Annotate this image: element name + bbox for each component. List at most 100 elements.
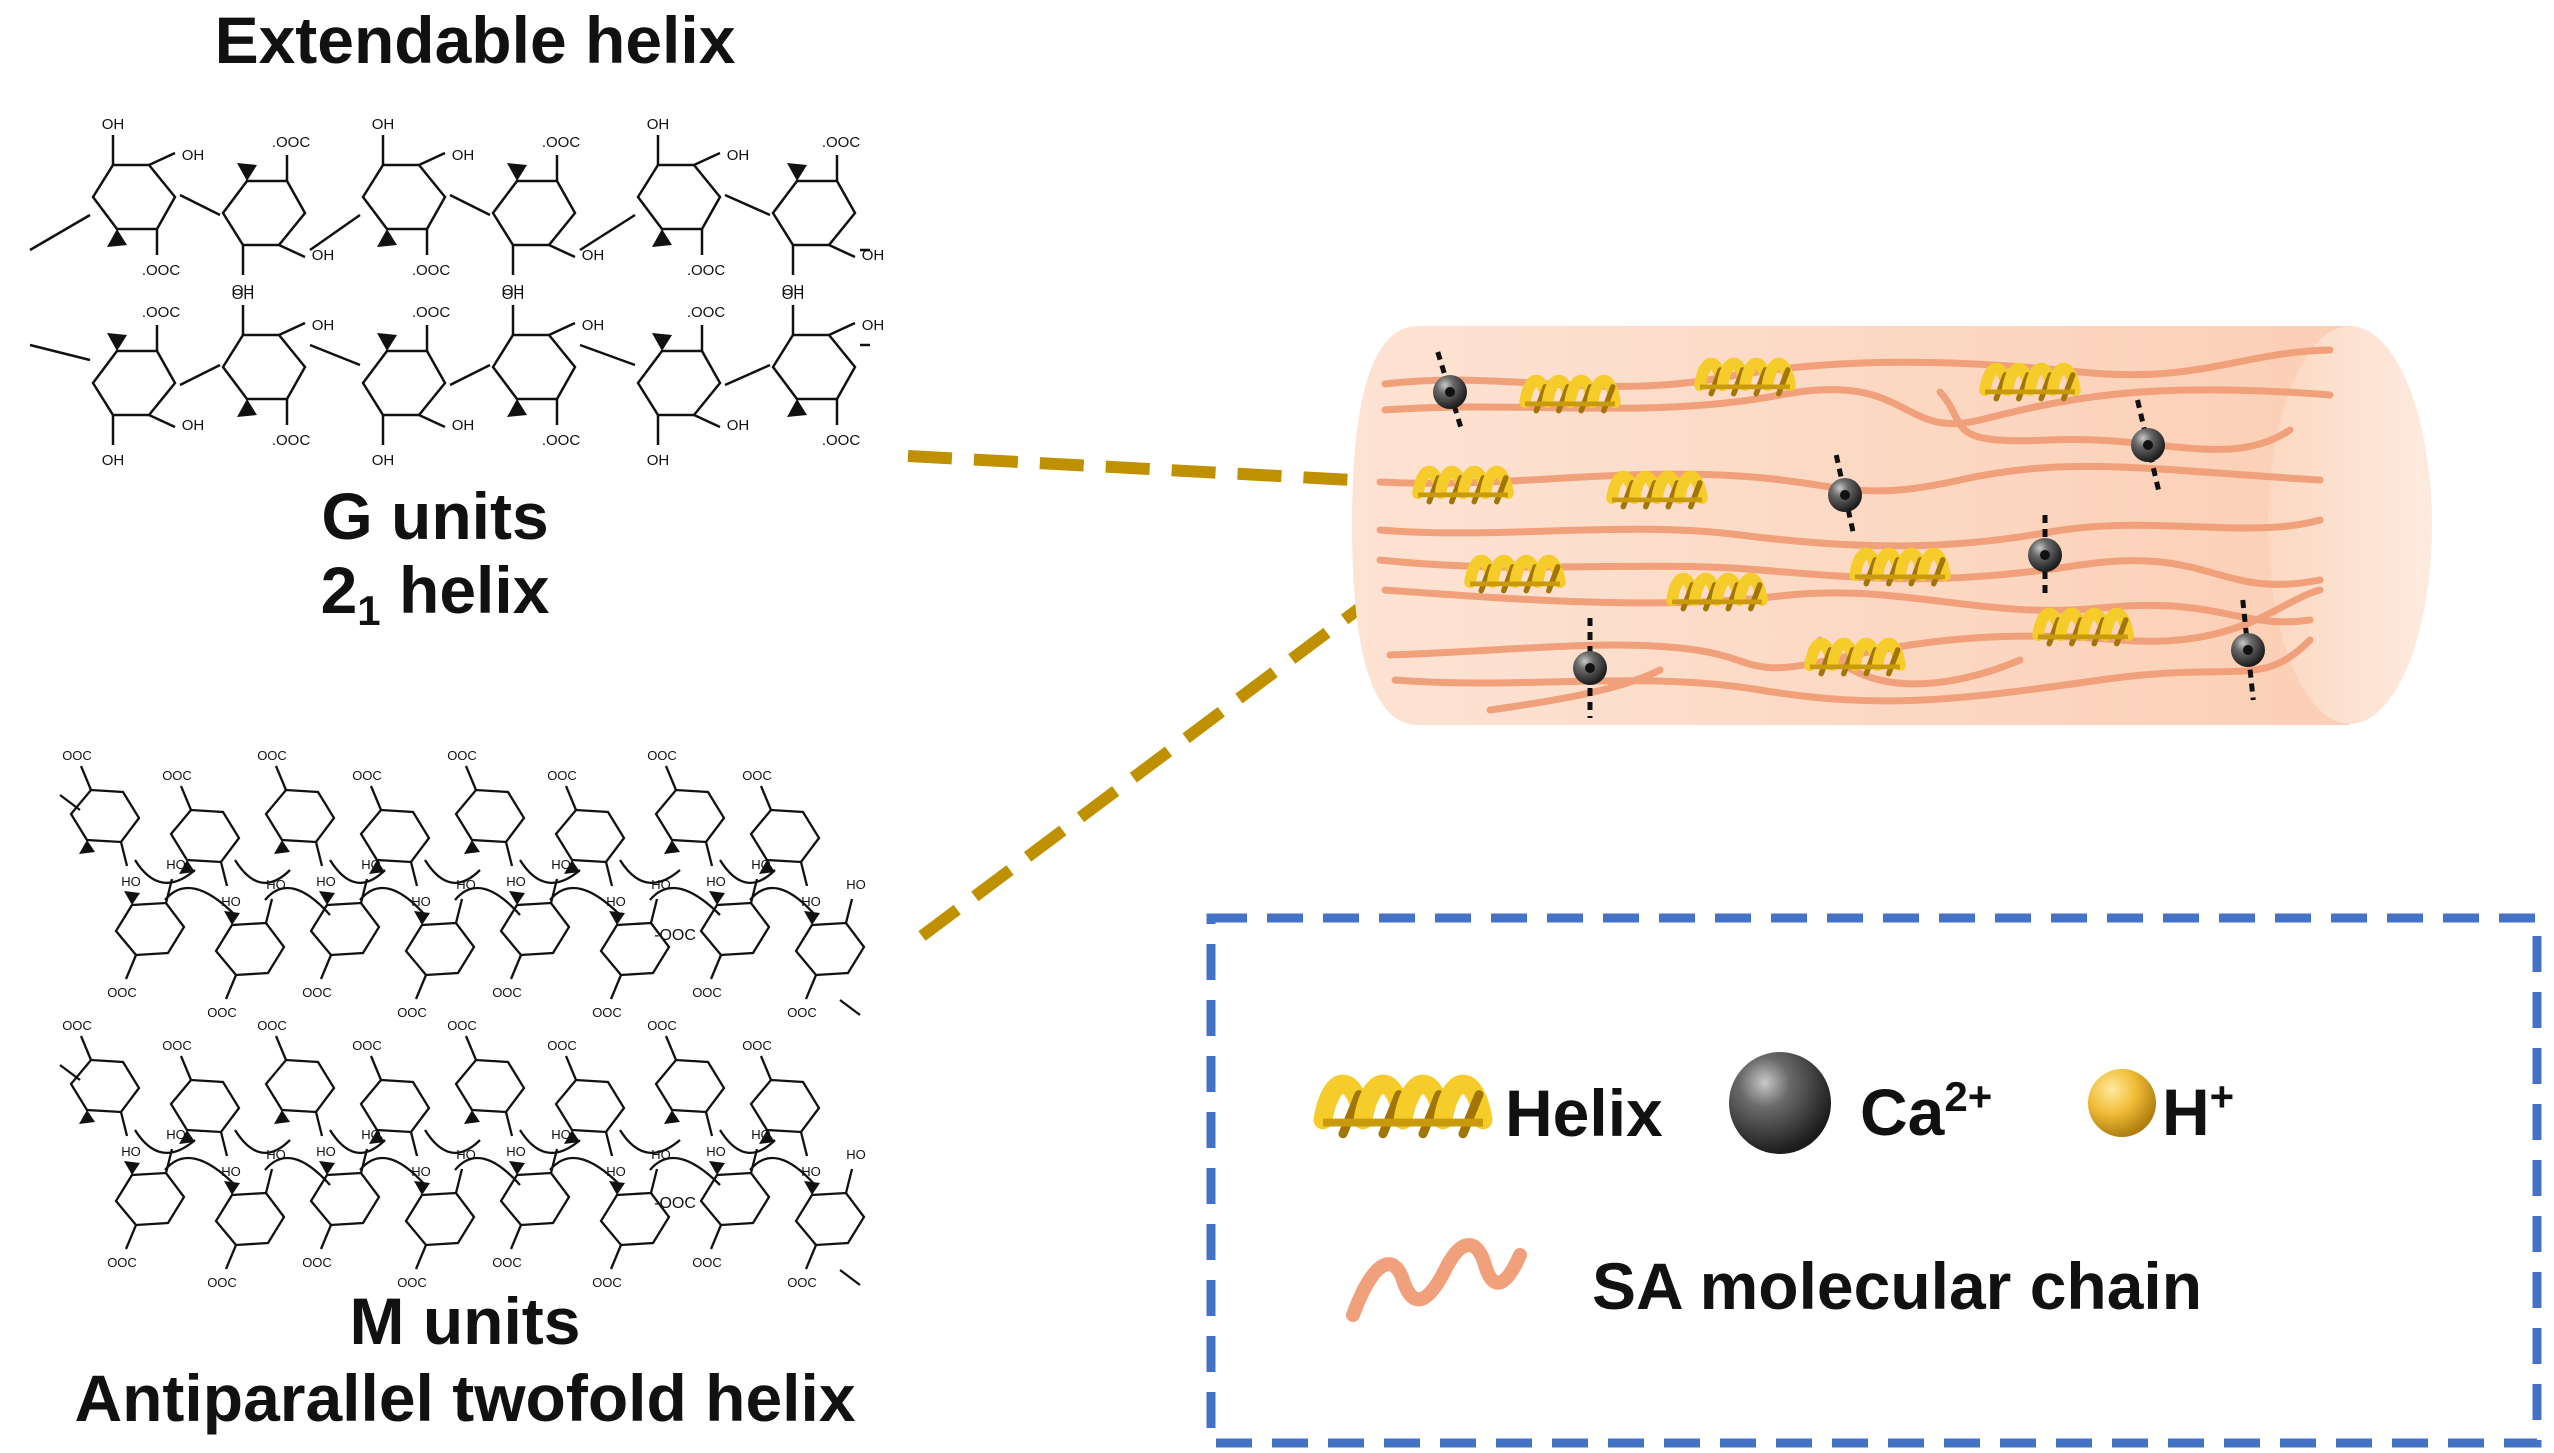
chem-label: OOC	[647, 748, 677, 763]
chem-label: .OOC	[412, 262, 451, 279]
sugar-ring: OOC HO	[397, 877, 476, 1020]
sugar-ring: OOC HO	[447, 1018, 526, 1159]
sa-chain	[1391, 636, 2314, 705]
chem-label: HO	[221, 894, 241, 909]
chem-label: -OOC	[654, 1195, 696, 1212]
helix-legend-icon	[1313, 1074, 1493, 1139]
chem-label: OOC	[397, 1005, 427, 1020]
legend-calcium-label: Ca2+	[1860, 1073, 1992, 1150]
chem-label: OH	[232, 286, 255, 303]
helix	[1849, 548, 1951, 587]
chem-label: HO	[846, 1147, 866, 1162]
legend-hydrogen-symbol: H	[2162, 1075, 2210, 1149]
calcium-ion	[1433, 351, 1467, 433]
chem-label: -OOC	[654, 927, 696, 944]
chem-label: OH	[502, 282, 525, 299]
helix-legend-glyph	[1313, 1074, 1493, 1139]
chem-label: OH	[862, 317, 885, 334]
sugar-ring: OOC HO	[162, 1038, 241, 1179]
chem-label: .OOC	[542, 432, 581, 449]
chem-label: HO	[316, 874, 336, 889]
chem-label: .OOC	[687, 262, 726, 279]
chem-label: OOC	[592, 1005, 622, 1020]
g-helix-word: helix	[399, 553, 550, 627]
chem-label: HO	[411, 894, 431, 909]
chem-label: OH	[182, 417, 205, 434]
chem-label: OH	[647, 116, 670, 133]
helix	[1606, 471, 1708, 510]
chem-label: OH	[102, 452, 125, 469]
m-units-label: M units	[349, 1284, 581, 1358]
chem-label: OOC	[107, 1255, 137, 1270]
chem-label: OH	[452, 417, 475, 434]
chem-label: OOC	[207, 1005, 237, 1020]
chem-label: OOC	[742, 1038, 772, 1053]
chem-label: HO	[221, 1164, 241, 1179]
chem-label: OOC	[162, 1038, 192, 1053]
sa-chain	[1376, 516, 2324, 550]
chem-label: HO	[706, 874, 726, 889]
fiber-end-cap	[2268, 326, 2432, 724]
calcium-ion	[2231, 599, 2265, 701]
g-helix-label: 21 helix	[0, 552, 870, 635]
sugar-ring: OOC HO	[647, 748, 726, 889]
chem-label: .OOC	[142, 304, 181, 321]
fiber-cylinder	[1352, 326, 2432, 725]
legend-box	[1206, 913, 2542, 1448]
m-units-structure: OOC HO OOC HO OOC HO OOC HO OOC HO OOC HO OOC HO OOC HO…	[59, 748, 866, 1290]
legend-calcium-symbol: Ca	[1860, 1075, 1945, 1149]
chem-label: OOC	[787, 1005, 817, 1020]
chem-label: HO	[316, 1144, 336, 1159]
chem-label: HO	[506, 1144, 526, 1159]
chem-label: OH	[582, 247, 605, 264]
chem-label: OOC	[447, 1018, 477, 1033]
sa-chain	[1381, 386, 2334, 428]
chem-label: OOC	[352, 1038, 382, 1053]
chem-label: OOC	[397, 1275, 427, 1290]
m-helix-label: Antiparallel twofold helix	[74, 1361, 856, 1435]
chem-label: .OOC	[412, 304, 451, 321]
sugar-ring: OOC HO	[447, 748, 526, 889]
chem-label: OH	[727, 417, 750, 434]
calcium-ion	[2131, 399, 2165, 491]
chem-label: OOC	[352, 768, 382, 783]
chem-label: HO	[506, 874, 526, 889]
chem-label: OOC	[742, 768, 772, 783]
chem-label: HO	[551, 1127, 571, 1142]
chem-label: OOC	[162, 768, 192, 783]
chem-label: OH	[372, 452, 395, 469]
sugar-ring: OOC HO	[352, 1038, 431, 1179]
chem-label: OH	[232, 282, 255, 299]
chem-label: OOC	[257, 748, 287, 763]
legend-chain-label: SA molecular chain	[1592, 1249, 2203, 1323]
chem-label: HO	[411, 1164, 431, 1179]
g-units-label: G units	[321, 479, 549, 553]
calcium-legend-icon	[1729, 1052, 1831, 1154]
chem-label: OH	[372, 116, 395, 133]
chem-label: OH	[312, 247, 335, 264]
calcium-ion-group	[1433, 351, 2265, 718]
chem-label: .OOC	[542, 134, 581, 151]
chem-label: OOC	[107, 985, 137, 1000]
chem-label: OOC	[447, 748, 477, 763]
